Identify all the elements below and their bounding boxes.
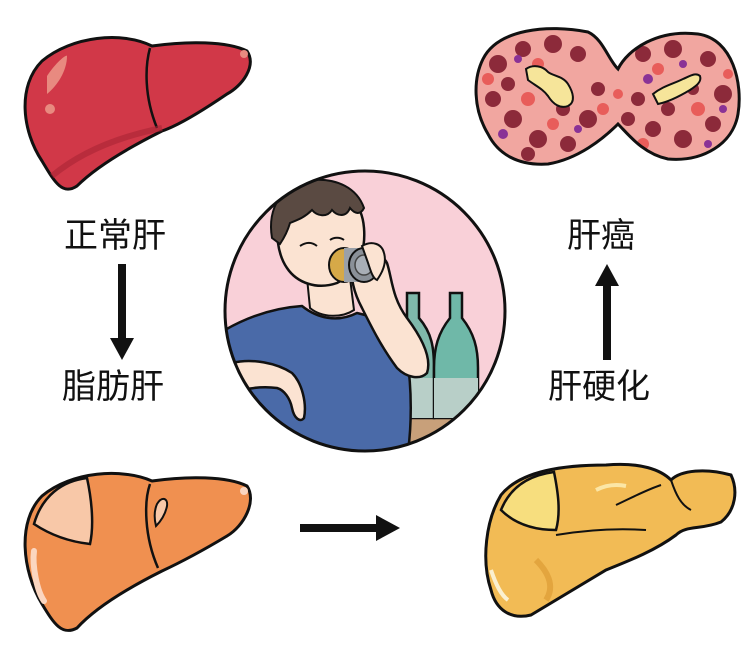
liver-cancer-label: 肝癌 [567, 216, 635, 256]
arrow-down-icon [110, 264, 134, 360]
arrow-up-icon [595, 264, 619, 360]
drinking-man-illustration [222, 168, 508, 454]
arrow-right-icon [300, 515, 400, 541]
liver-cancer-illustration [468, 14, 748, 174]
cirrhotic-liver-illustration [476, 450, 741, 630]
fatty-liver-label: 脂肪肝 [62, 367, 164, 407]
fatty-liver-illustration [12, 456, 252, 636]
cirrhosis-label: 肝硬化 [548, 367, 650, 407]
normal-liver-illustration [12, 16, 252, 191]
normal-liver-label: 正常肝 [64, 216, 166, 256]
